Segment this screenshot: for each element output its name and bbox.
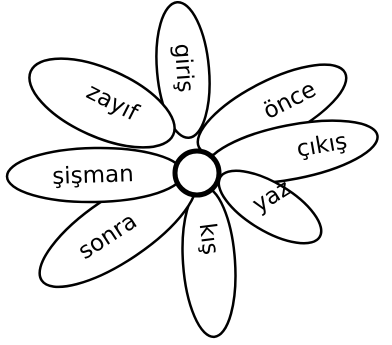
petal-sisman-word: şişman bbox=[52, 161, 134, 190]
petal-giris-word: giriş bbox=[169, 43, 198, 94]
petal-kis-word: kış bbox=[194, 222, 224, 257]
flower-center bbox=[175, 151, 219, 195]
